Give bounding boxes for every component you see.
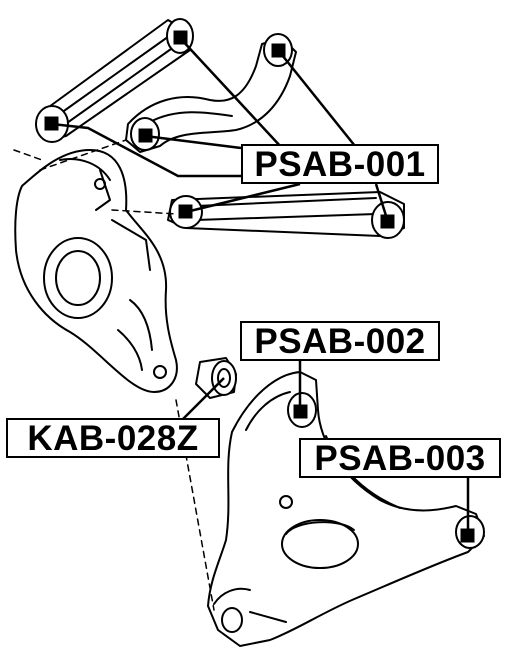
marker-square — [271, 43, 286, 58]
lower-link — [167, 191, 405, 239]
label-psab-002: PSAB-002 — [240, 321, 440, 361]
leader-kab-028z — [181, 377, 225, 421]
bushing-kab-028z — [195, 357, 237, 399]
label-kab-028z: KAB-028Z — [6, 418, 220, 458]
label-psab-001: PSAB-001 — [241, 144, 439, 184]
marker-square — [380, 214, 395, 229]
wheel-knuckle — [14, 149, 178, 393]
lower-control-arm — [207, 371, 485, 647]
leader-psab-001-b — [277, 49, 356, 147]
marker-square — [460, 528, 475, 543]
leader-psab-001-e — [185, 182, 301, 214]
marker-square — [178, 204, 193, 219]
leader-psab-001-d — [144, 134, 242, 150]
label-psab-003: PSAB-003 — [299, 438, 501, 478]
leader-psab-001-c — [51, 122, 242, 178]
marker-square — [293, 404, 308, 419]
leader-lines — [51, 37, 470, 536]
marker-square — [173, 30, 188, 45]
leader-psab-001-a — [179, 37, 283, 149]
marker-square — [138, 128, 153, 143]
marker-square — [44, 116, 59, 131]
bushing-markers — [44, 30, 475, 543]
